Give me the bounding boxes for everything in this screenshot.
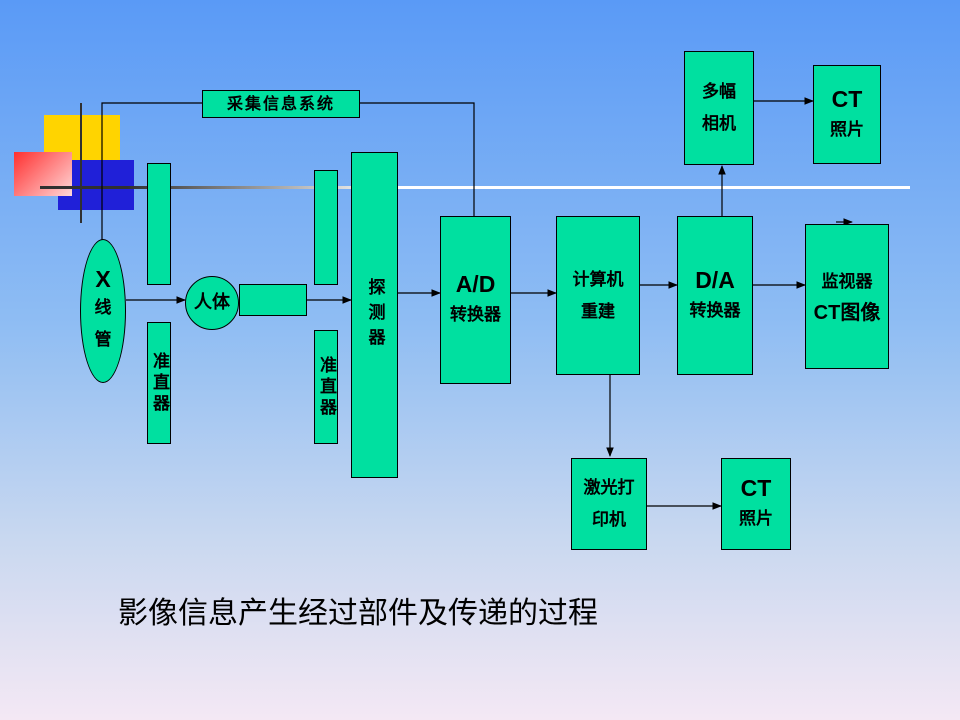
collimator-2-label: 准直器 bbox=[316, 355, 336, 419]
multiformat-camera-label: 多幅 相机 bbox=[702, 76, 736, 140]
detector-label: 探测器 bbox=[364, 277, 385, 353]
adc-box: A/D 转换器 bbox=[440, 216, 511, 384]
xray-tube-label: X 线 管 bbox=[95, 266, 112, 356]
patient-circle: 人体 bbox=[185, 276, 239, 330]
collimator-1-bottom: 准直器 bbox=[147, 322, 171, 444]
xray-tube-label-line3: 管 bbox=[94, 330, 112, 350]
dac-label-line1: D/A bbox=[695, 266, 735, 293]
wire-tube-to-acquisition bbox=[101, 102, 202, 240]
monitor-box: 监视器 CT图像 bbox=[805, 224, 889, 369]
xray-tube-label-line1: X bbox=[95, 266, 111, 292]
collimator-2-bottom: 准直器 bbox=[314, 330, 338, 444]
collimator-2-top bbox=[314, 170, 338, 285]
monitor-label-line2: CT图像 bbox=[813, 301, 881, 324]
dac-label: D/A 转换器 bbox=[690, 265, 741, 327]
filter-box bbox=[239, 284, 307, 316]
computer-label: 计算机 重建 bbox=[573, 264, 624, 328]
diagram-caption: 影像信息产生经过部件及传递的过程 bbox=[118, 596, 598, 631]
detector-box: 探测器 bbox=[351, 152, 398, 478]
monitor-label-line1: 监视器 bbox=[821, 271, 873, 292]
ct-photo-top-box: CT 照片 bbox=[813, 65, 881, 164]
ct-photo-top-label: CT 照片 bbox=[830, 84, 864, 146]
patient-label: 人体 bbox=[194, 292, 230, 313]
ct-photo-bottom-box: CT 照片 bbox=[721, 458, 791, 550]
laser-printer-label-line2: 印机 bbox=[592, 510, 626, 530]
ornament-horizontal-line bbox=[40, 186, 910, 189]
computer-label-line2: 重建 bbox=[581, 301, 615, 322]
laser-printer-label-line1: 激光打 bbox=[583, 478, 635, 498]
multiformat-camera-label-line1: 多幅 bbox=[702, 82, 736, 102]
acquisition-system-box: 采集信息系统 bbox=[202, 90, 360, 118]
collimator-1-top bbox=[147, 163, 171, 285]
ornament-vertical-line bbox=[80, 103, 82, 223]
adc-label-line1: A/D bbox=[455, 271, 496, 297]
multiformat-camera-label-line2: 相机 bbox=[702, 114, 736, 134]
ct-photo-top-label-line2: 照片 bbox=[830, 119, 864, 140]
ct-photo-bottom-label-line1: CT bbox=[740, 475, 772, 501]
adc-label: A/D 转换器 bbox=[450, 269, 501, 331]
dac-box: D/A 转换器 bbox=[677, 216, 753, 375]
multiformat-camera-box: 多幅 相机 bbox=[684, 51, 754, 165]
laser-printer-label: 激光打 印机 bbox=[584, 472, 635, 536]
computer-box: 计算机 重建 bbox=[556, 216, 640, 375]
ct-photo-bottom-label-line2: 照片 bbox=[739, 509, 773, 529]
computer-label-line1: 计算机 bbox=[572, 269, 624, 290]
xray-tube: X 线 管 bbox=[80, 239, 126, 383]
ct-photo-bottom-label: CT 照片 bbox=[739, 473, 773, 535]
wire-acquisition-to-adc bbox=[360, 102, 475, 216]
adc-label-line2: 转换器 bbox=[450, 305, 501, 325]
acquisition-system-label: 采集信息系统 bbox=[226, 94, 335, 113]
laser-printer-box: 激光打 印机 bbox=[571, 458, 647, 550]
ct-photo-top-label-line1: CT bbox=[831, 85, 863, 112]
xray-tube-label-line2: 线 bbox=[94, 298, 112, 318]
dac-label-line2: 转换器 bbox=[689, 300, 741, 321]
collimator-1-label: 准直器 bbox=[149, 351, 169, 415]
monitor-label: 监视器 CT图像 bbox=[814, 266, 881, 328]
